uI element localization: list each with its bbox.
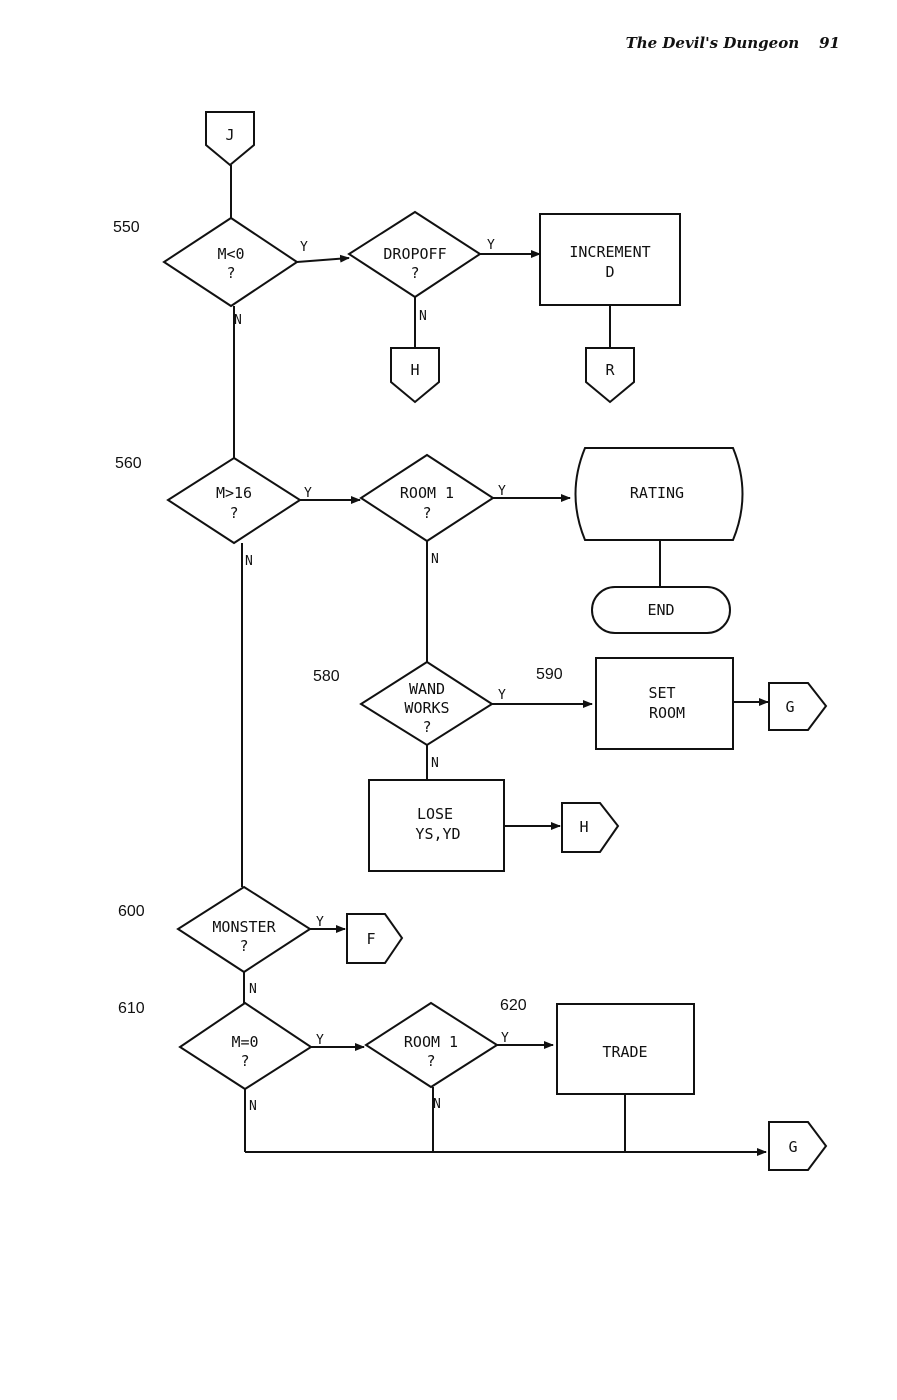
connector-j: J bbox=[205, 111, 255, 167]
connector-f: F bbox=[346, 913, 404, 964]
branch-no-label: N bbox=[431, 552, 439, 567]
decision-room-1: ROOM 1 ? bbox=[359, 453, 495, 543]
connector-label: H bbox=[410, 361, 419, 379]
branch-no-label: N bbox=[249, 1099, 257, 1114]
decision-room-1: ROOM 1 ? bbox=[364, 1001, 499, 1089]
process-line: LOSE bbox=[417, 805, 453, 823]
step-number-580: 580 bbox=[313, 668, 340, 685]
decision-line: ? bbox=[426, 1052, 435, 1070]
decision-line: WAND bbox=[409, 680, 445, 698]
decision-line: ? bbox=[240, 1052, 249, 1070]
terminal-label: END bbox=[647, 601, 674, 619]
process-lose-ys-yd: LOSE YS,YD bbox=[368, 779, 505, 872]
branch-yes-label: Y bbox=[501, 1031, 509, 1046]
decision-monster: MONSTER ? bbox=[176, 885, 312, 974]
flow-lines bbox=[230, 165, 769, 1156]
branch-yes-label: Y bbox=[487, 238, 495, 253]
branch-no-label: N bbox=[249, 982, 257, 997]
branch-yes-label: Y bbox=[316, 1033, 324, 1048]
process-line: TRADE bbox=[602, 1043, 647, 1061]
terminal-end: END bbox=[591, 586, 731, 634]
process-increment-d: INCREMENT D bbox=[539, 213, 681, 306]
connector-label: F bbox=[366, 930, 375, 948]
step-number-610: 610 bbox=[118, 1000, 145, 1017]
branch-no-label: N bbox=[433, 1097, 441, 1112]
connector-label: J bbox=[225, 126, 234, 144]
decision-line: M>16 bbox=[216, 484, 252, 502]
branch-no-label: N bbox=[431, 756, 439, 771]
process-line: YS,YD bbox=[415, 825, 460, 843]
decision-dropoff: DROPOFF ? bbox=[347, 210, 482, 299]
connector-label: G bbox=[788, 1138, 797, 1156]
step-number-550: 550 bbox=[113, 219, 140, 236]
connector-h: H bbox=[561, 802, 620, 853]
process-line: SET bbox=[648, 684, 675, 702]
connector-g: G bbox=[768, 1121, 828, 1171]
running-title: The Devil's Dungeon bbox=[625, 34, 800, 52]
step-number-590: 590 bbox=[536, 666, 563, 683]
page-number: 91 bbox=[819, 34, 840, 52]
decision-line: WORKS bbox=[404, 699, 449, 717]
decision-line: ? bbox=[410, 264, 419, 282]
decision-line: ROOM 1 bbox=[404, 1033, 458, 1051]
decision-line: ? bbox=[422, 504, 431, 522]
connector-h: H bbox=[390, 347, 440, 404]
connector-label: R bbox=[605, 361, 615, 379]
branch-no-label: N bbox=[234, 313, 242, 328]
branch-yes-label: Y bbox=[498, 484, 506, 499]
branch-yes-label: Y bbox=[300, 240, 308, 255]
decision-m-greater-than-16: M>16 ? bbox=[166, 456, 302, 545]
branch-yes-label: Y bbox=[304, 486, 312, 501]
decision-line: ? bbox=[422, 718, 431, 736]
decision-m-less-than-zero: M<0 ? bbox=[162, 216, 299, 308]
decision-line: ? bbox=[229, 504, 238, 522]
decision-m-equals-zero: M=0 ? bbox=[178, 1001, 313, 1091]
display-rating: RATING bbox=[574, 447, 744, 541]
connector-label: G bbox=[785, 698, 794, 716]
process-set-room: SET ROOM bbox=[595, 657, 734, 750]
step-number-620: 620 bbox=[500, 997, 527, 1014]
connector-r: R bbox=[585, 347, 635, 404]
decision-line: ? bbox=[226, 264, 235, 282]
decision-line: MONSTER bbox=[212, 918, 276, 936]
decision-line: ? bbox=[239, 937, 248, 955]
process-line: INCREMENT bbox=[569, 243, 650, 261]
branch-yes-label: Y bbox=[316, 915, 324, 930]
connector-g: G bbox=[768, 682, 828, 731]
branch-no-label: N bbox=[419, 309, 427, 324]
step-number-600: 600 bbox=[118, 903, 145, 920]
page-header: The Devil's Dungeon 91 bbox=[560, 34, 840, 52]
process-trade: TRADE bbox=[556, 1003, 695, 1095]
branch-yes-label: Y bbox=[498, 688, 506, 703]
connector-label: H bbox=[579, 818, 588, 836]
decision-wand-works: WAND WORKS ? bbox=[359, 660, 494, 747]
process-line: D bbox=[605, 263, 614, 281]
decision-line: M=0 bbox=[231, 1033, 258, 1051]
decision-line: M<0 bbox=[217, 245, 244, 263]
step-number-560: 560 bbox=[115, 455, 142, 472]
branch-no-label: N bbox=[245, 554, 253, 569]
decision-line: DROPOFF bbox=[383, 245, 446, 263]
display-label: RATING bbox=[630, 484, 684, 502]
decision-line: ROOM 1 bbox=[400, 484, 454, 502]
process-line: ROOM bbox=[649, 704, 685, 722]
